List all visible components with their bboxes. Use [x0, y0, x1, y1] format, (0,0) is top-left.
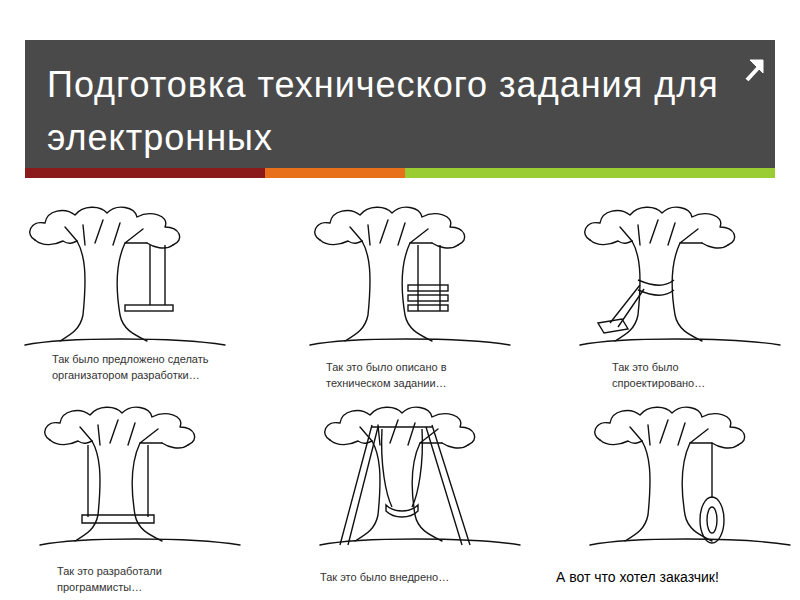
- figure-caption: Так это разработали программисты…: [57, 564, 227, 596]
- figure-caption: Так это было описано в техническом задан…: [326, 360, 496, 392]
- tree-swing-figure: [310, 207, 510, 345]
- figure-caption: А вот что хотел заказчик!: [556, 568, 786, 586]
- accent-stripe: [265, 168, 405, 178]
- tree-swing-figure: [320, 407, 520, 545]
- tree-swing-figure: [590, 407, 790, 545]
- accent-stripe: [25, 168, 265, 178]
- tree-swing-figure: [25, 207, 225, 345]
- slide-title: Подготовка технического задания для элек…: [47, 58, 747, 164]
- tree-swing-figure: [40, 407, 240, 545]
- figure-caption: Так было предложено сделать организаторо…: [52, 352, 222, 384]
- title-banner: [25, 40, 775, 168]
- figure-caption: Так это было спроектировано…: [612, 360, 752, 392]
- tree-swing-figure: [580, 207, 780, 345]
- arrow-icon: [747, 60, 763, 80]
- figure-caption: Так это было внедрено…: [320, 570, 520, 586]
- accent-stripe: [405, 168, 775, 178]
